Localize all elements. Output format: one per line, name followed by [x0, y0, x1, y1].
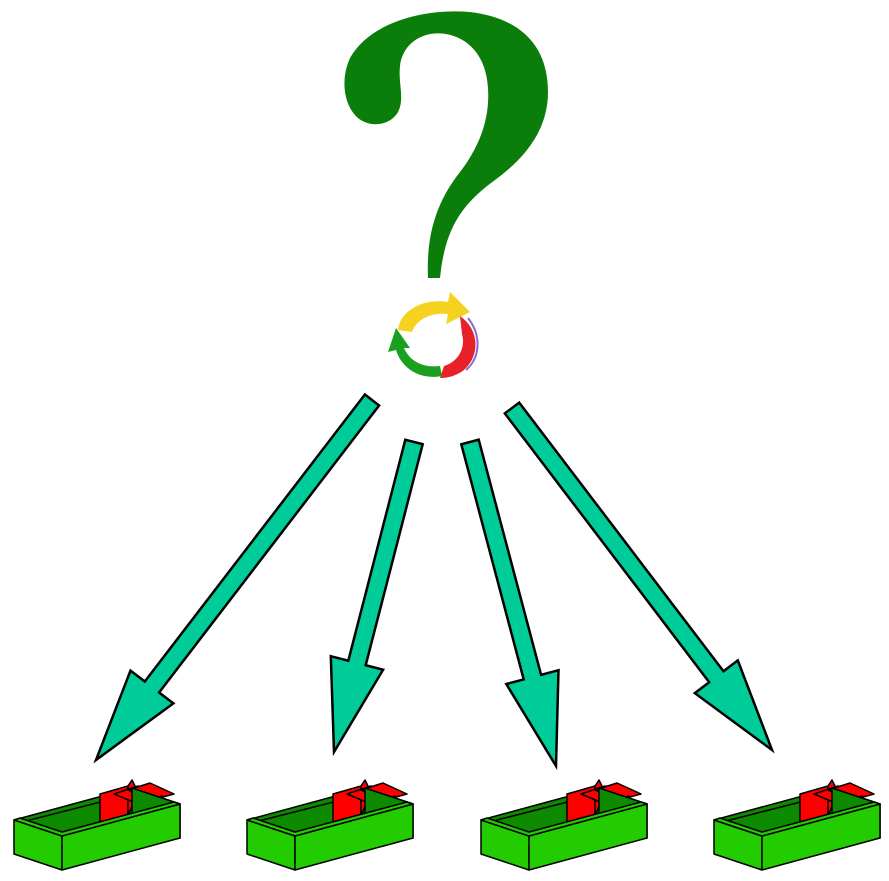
- question-mark-hook: [344, 11, 548, 279]
- card-index-tray-icon: [246, 779, 414, 871]
- tray-rim: [13, 801, 181, 837]
- tray-group: [13, 779, 881, 871]
- cycle-arrow-edge: [465, 317, 479, 371]
- distribution-arrow-2: [329, 438, 425, 757]
- card-index-tray-icon: [13, 779, 181, 871]
- tray-rim: [480, 801, 648, 837]
- distribution-arrow-1: [93, 392, 381, 764]
- recycle-arrows-icon: [388, 292, 479, 378]
- tray-rim: [246, 801, 414, 837]
- cycle-arrow-green: [388, 328, 442, 377]
- card-index-tray-icon: [480, 779, 648, 871]
- distribution-arrow-4: [503, 400, 775, 754]
- question-mark-icon: [344, 11, 548, 279]
- cycle-arrow-yellow: [398, 292, 470, 332]
- cycle-arrow-red: [440, 316, 476, 378]
- arrow-group: [93, 392, 775, 771]
- tray-rim: [713, 801, 881, 837]
- card-index-tray-icon: [713, 779, 881, 871]
- distribution-arrow-3: [459, 438, 560, 771]
